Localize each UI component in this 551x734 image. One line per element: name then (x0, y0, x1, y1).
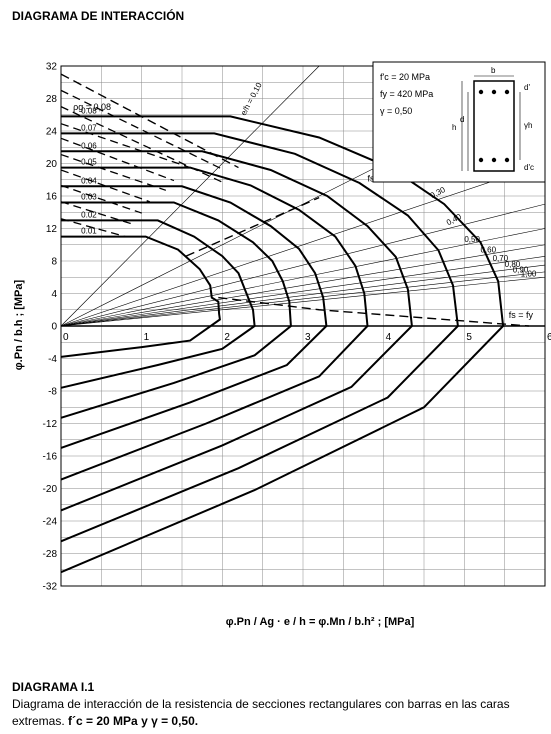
y-tick-label: 0 (51, 322, 57, 333)
rebar-dot (491, 89, 497, 95)
y-tick-label: 8 (51, 257, 57, 268)
curve-label: 0.08 (81, 106, 97, 115)
curve-label: 0.03 (81, 193, 97, 202)
interaction-curve (60, 235, 221, 358)
curve-label: 0.05 (81, 158, 97, 167)
y-tick-label: -20 (43, 484, 58, 495)
curve-label: 0.07 (81, 123, 97, 132)
y-tick-label: 16 (46, 192, 58, 203)
e-h-label: e/h = 0,10 (239, 81, 264, 117)
y-tick-label: -12 (43, 419, 58, 430)
caption-text: Diagrama de interacción de la resistenci… (12, 696, 542, 730)
interaction-curve (60, 219, 256, 389)
legend-line-3: γ = 0,50 (380, 106, 412, 116)
interaction-curves (60, 115, 505, 574)
interaction-curve (60, 166, 369, 481)
annotation-label: fs = fy (509, 310, 534, 320)
legend-line-2: fy = 420 MPa (380, 89, 433, 99)
e-h-label: 0,40 (445, 212, 463, 228)
curve-label: 0.02 (81, 210, 97, 219)
page-title: DIAGRAMA DE INTERACCIÓN (12, 9, 185, 23)
e-h-label: 0,50 (464, 235, 480, 244)
caption-params: f´c = 20 MPa y γ = 0,50. (68, 714, 199, 728)
x-tick-label: 1 (144, 332, 150, 343)
caption-heading: DIAGRAMA I.1 (12, 680, 95, 694)
rebar-dot (478, 157, 484, 163)
dashed-line (60, 153, 167, 191)
x-tick-label: 0 (63, 332, 69, 343)
e-h-label: 0,30 (429, 185, 447, 201)
legend-line-1: f'c = 20 MPa (380, 72, 430, 82)
interaction-curve (60, 132, 459, 543)
caption-body: Diagrama de interacción de la resistenci… (12, 697, 510, 728)
section-label-gh: γh (524, 121, 532, 130)
dashed-line (60, 169, 150, 203)
y-tick-label: -8 (48, 387, 57, 398)
annotation-label: ρg = 0,08 (73, 102, 111, 112)
y-tick-label: -16 (43, 452, 58, 463)
curve-label: 0.04 (81, 176, 97, 185)
x-axis-title: φ.Pn / Ag · e / h = φ.Mn / b.h² ; [MPa] (226, 616, 415, 628)
y-tick-label: 24 (46, 127, 58, 138)
interaction-curve (60, 115, 505, 574)
x-tick-label: 2 (224, 332, 230, 343)
e-h-line (60, 276, 546, 327)
rebar-dot (491, 157, 497, 163)
svg-text:φ.Pn / Ag · e / h = φ.Mn / b.h: φ.Pn / Ag · e / h = φ.Mn / b.h² ; [MPa] (226, 616, 415, 628)
interaction-curve (60, 150, 413, 512)
e-h-line (60, 228, 546, 327)
x-tick-label: 4 (386, 332, 392, 343)
y-tick-label: 12 (46, 224, 58, 235)
y-axis-title: φ.Pn / b.h ; [MPa] (13, 279, 25, 370)
y-tick-label: 20 (46, 159, 58, 170)
legend-box: f'c = 20 MPa fy = 420 MPa γ = 0,50 b h d… (372, 61, 546, 183)
dashed-line (218, 296, 529, 327)
svg-text:φ.Pn / b.h ; [MPa]: φ.Pn / b.h ; [MPa] (13, 279, 25, 370)
dashed-line (60, 123, 191, 169)
e-h-line (60, 264, 546, 327)
dashed-line (60, 73, 239, 169)
section-sketch (473, 80, 515, 172)
x-tick-label: 6 (547, 332, 551, 343)
dashed-line (60, 137, 175, 182)
e-h-line (60, 163, 546, 327)
rebar-dot (504, 157, 510, 163)
dashed-line (60, 184, 142, 214)
curve-label: 0.06 (81, 141, 97, 150)
y-tick-label: 32 (46, 62, 58, 73)
section-label-dc: d'c (524, 163, 534, 172)
curve-label: 0.01 (81, 227, 97, 236)
section-label-b: b (491, 66, 496, 75)
y-tick-label: 4 (51, 289, 57, 300)
x-tick-label: 5 (466, 332, 472, 343)
section-label-dp: d' (524, 83, 530, 92)
section-label-d: d (460, 115, 464, 124)
e-h-line (60, 255, 546, 327)
e-h-label: 0,90 (513, 265, 529, 274)
e-h-line (60, 244, 546, 327)
interaction-curve (60, 185, 328, 449)
e-h-label: 1,00 (521, 270, 537, 279)
rebar-dot (478, 89, 484, 95)
dashed-line (185, 196, 320, 257)
dashed-line (60, 89, 223, 170)
y-tick-label: -32 (43, 582, 58, 593)
e-h-line (60, 271, 546, 327)
y-tick-label: 28 (46, 94, 58, 105)
x-tick-label: 3 (305, 332, 311, 343)
e-h-label: 0,80 (505, 260, 521, 269)
y-tick-label: -24 (43, 517, 58, 528)
y-tick-label: -28 (43, 549, 58, 560)
e-h-label: 0,70 (493, 254, 509, 263)
e-h-line (60, 65, 320, 327)
interaction-curve (60, 201, 292, 419)
y-tick-label: -4 (48, 354, 57, 365)
rebar-dot (504, 89, 510, 95)
dashed-line (60, 218, 126, 238)
e-h-label: 0,60 (480, 246, 496, 255)
section-label-h: h (452, 123, 456, 132)
